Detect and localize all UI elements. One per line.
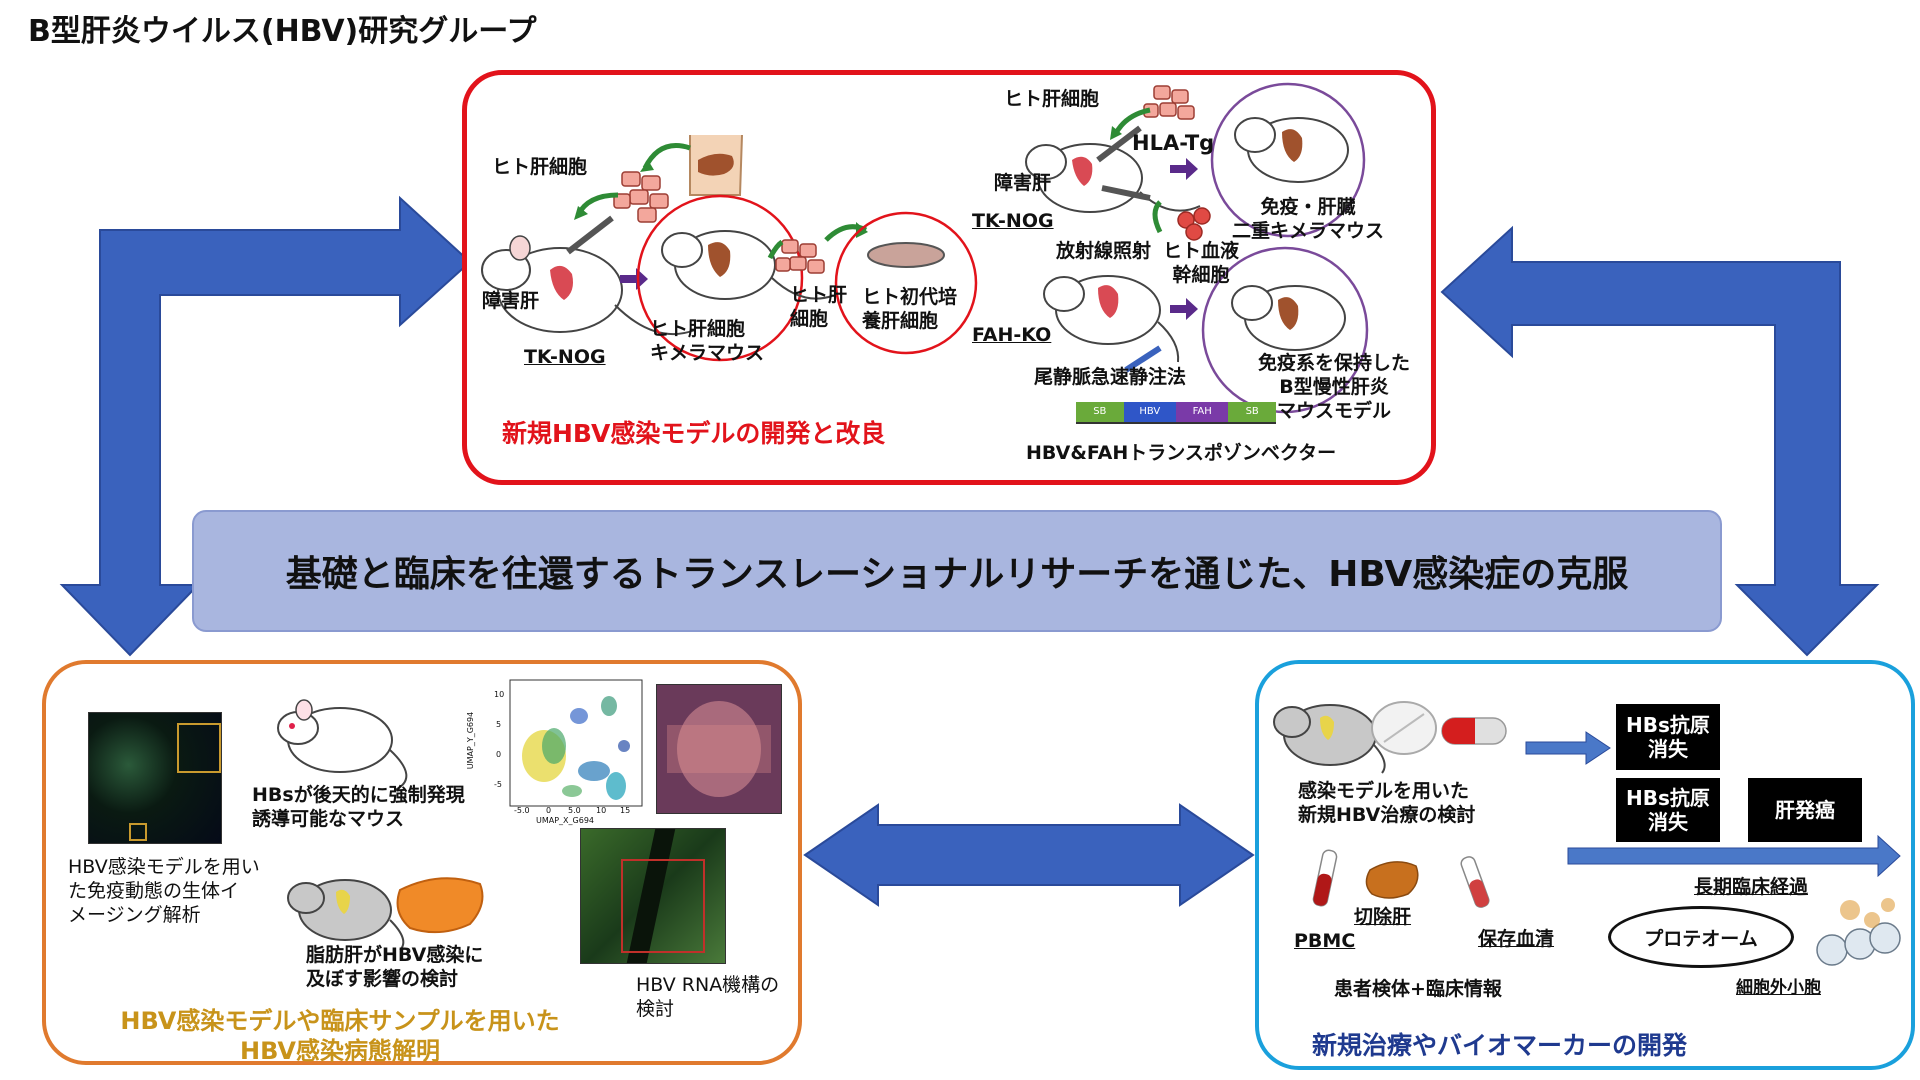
chronic-model-label: 免疫系を保持した B型慢性肝炎 マウスモデル (1258, 352, 1411, 422)
rna-label: HBV RNA機構の 検討 (636, 974, 780, 1020)
hbs-loss-box: HBs抗原 消失 (1616, 704, 1720, 770)
umap-xtick: 15 (620, 806, 631, 815)
umap-ytick: 5 (496, 720, 502, 729)
exosome-label: 細胞外小胞 (1736, 978, 1821, 998)
umap-ytick: 0 (496, 750, 502, 759)
banner: 基礎と臨床を往還するトランスレーショナルリサーチを通じた、HBV感染症の克服 (192, 510, 1722, 632)
resected-liver-label: 切除肝 (1354, 906, 1412, 928)
long-term-label: 長期臨床経過 (1694, 876, 1809, 898)
proteome-ellipse: プロテオーム (1608, 906, 1794, 968)
top-panel-caption: 新規HBV感染モデルの開発と改良 (502, 419, 886, 448)
blood-tube-icon (1460, 856, 1490, 908)
umap-ytick: 10 (494, 690, 505, 699)
banner-text: 基礎と臨床を往還するトランスレーショナルリサーチを通じた、HBV感染症の克服 (285, 554, 1629, 595)
mouse-icon (481, 235, 696, 336)
exosome-icon (1816, 922, 1901, 966)
right-hepatocyte-label: ヒト肝細胞 (1004, 88, 1100, 110)
capsule-icon (1441, 717, 1507, 745)
serum-label: 保存血清 (1478, 928, 1555, 950)
hcc-box: 肝発癌 (1748, 778, 1862, 842)
mouse-icon (661, 230, 833, 300)
samples-label: 患者検体+臨床情報 (1334, 978, 1502, 1000)
right-loop-arrow (1440, 225, 1880, 657)
culture-circle (834, 211, 978, 355)
liver-icon (698, 153, 734, 176)
right-panel-caption: 新規治療やバイオマーカーの開発 (1312, 1031, 1688, 1060)
dual-chimera-circle (1210, 82, 1366, 238)
imaging-micrograph (88, 712, 222, 844)
mouse-icon (1043, 275, 1180, 363)
hla-tg-label: HLA-Tg (1132, 131, 1215, 155)
chimera-mouse-label: ヒト肝細胞 キメラマウス (650, 318, 765, 364)
chronic-model-circle (1201, 246, 1369, 414)
hbs-mouse-label: HBsが後天的に強制発現 誘導可能なマウス (252, 784, 465, 830)
spatial-rna-image (580, 828, 726, 964)
human-hepatocyte2-label: ヒト肝 細胞 (790, 284, 848, 330)
vector-segment: FAH (1176, 402, 1229, 422)
blood-tube-icon (1312, 849, 1338, 907)
hbs-loss-box-2: HBs抗原 消失 (1616, 778, 1720, 842)
vector-segment: HBV (1123, 402, 1176, 422)
mouse-icon (1273, 704, 1386, 774)
tk-nog-label: TK-NOG (524, 346, 606, 368)
fatty-liver-label: 脂肪肝がHBV感染に 及ぼす影響の検討 (306, 944, 484, 990)
umap-ytick: -5 (494, 780, 502, 789)
primary-culture-label: ヒト初代培 養肝細胞 (862, 286, 958, 332)
transposon-vector: SB HBV FAH SB (1076, 402, 1276, 424)
mouse-icon (1234, 117, 1349, 183)
umap-xtick: -5.0 (514, 806, 530, 815)
vector-segment: SB (1228, 402, 1276, 422)
damaged-liver-label: 障害肝 (482, 290, 540, 312)
vector-segment: SB (1076, 402, 1124, 422)
left-loop-arrow (59, 195, 472, 657)
right-tk-nog-label: TK-NOG (972, 210, 1054, 232)
human-hepatocyte-label: ヒト肝細胞 (492, 156, 588, 178)
umap-plot: UMAP_Y_G694 UMAP_X_G694 10 5 0 -5 -5.0 0… (466, 676, 646, 826)
petri-dish-icon (867, 242, 945, 268)
umap-xtick: 0 (546, 806, 552, 815)
hydrodynamic-label: 尾静脈急速静注法 (1034, 366, 1187, 388)
blood-stem-label: ヒト血液 幹細胞 (1163, 240, 1240, 286)
right-damaged-liver-label: 障害肝 (994, 172, 1052, 194)
umap-xtick: 5.0 (568, 806, 581, 815)
transposon-label: HBV&FAHトランスポゾンベクター (1026, 442, 1337, 464)
fah-ko-label: FAH-KO (972, 324, 1052, 346)
mouse-icon (1231, 285, 1346, 351)
mouse-icon (287, 879, 405, 951)
mouse-icon (1025, 143, 1201, 213)
left-panel-caption: HBV感染モデルや臨床サンプルを用いた HBV感染病態解明 (120, 1007, 560, 1065)
resected-liver-icon (1365, 861, 1419, 899)
tissue-section-image (656, 684, 782, 814)
umap-xlabel: UMAP_X_G694 (536, 816, 595, 825)
dual-chimera-label: 免疫・肝臓 二重キメラマウス (1232, 196, 1385, 242)
treatment-label: 感染モデルを用いた 新規HBV治療の検討 (1298, 780, 1476, 826)
pbmc-label: PBMC (1294, 930, 1356, 952)
hepatocytes-icon (613, 171, 669, 223)
bottom-double-arrow (803, 803, 1255, 907)
mouse-icon (277, 699, 408, 791)
irradiation-label: 放射線照射 (1056, 240, 1152, 262)
timeline-arrow (1567, 834, 1901, 878)
fatty-liver-icon (396, 877, 484, 934)
small-right-arrow (1525, 731, 1611, 765)
chimera-circle (636, 194, 804, 362)
page-title: B型肝炎ウイルス(HBV)研究グループ (28, 14, 537, 49)
imaging-label: HBV感染モデルを用い た免疫動態の生体イ メージング解析 (68, 856, 260, 926)
proteome-label: プロテオーム (1644, 927, 1758, 950)
umap-xtick: 10 (596, 806, 607, 815)
